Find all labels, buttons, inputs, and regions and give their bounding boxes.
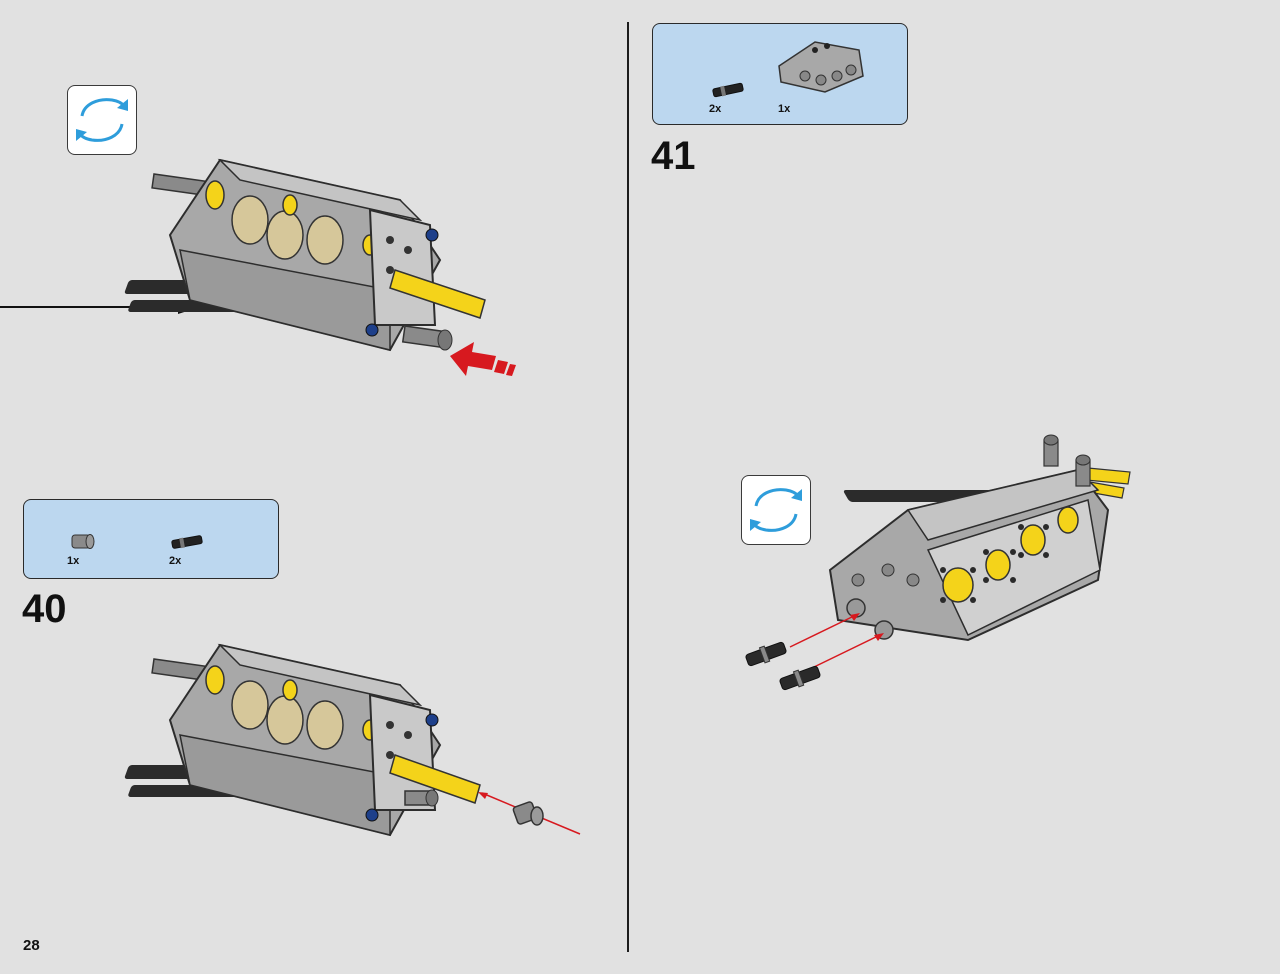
parts-box-step-41: 2x 1x — [652, 23, 908, 125]
page-divider — [627, 22, 629, 952]
engine-assembly-top — [124, 158, 486, 352]
long-pin-part-icon — [712, 82, 744, 98]
bush-part — [512, 801, 544, 826]
engine-assembly-step-40 — [124, 643, 481, 837]
long-pin-part-icon — [171, 535, 203, 549]
bush-part-icon — [71, 534, 95, 549]
part-qty: 1x — [67, 555, 80, 567]
step-number: 41 — [651, 134, 696, 178]
part-qty: 1x — [778, 103, 791, 115]
part-qty: 2x — [169, 555, 182, 567]
engine-assembly-step-41 — [828, 434, 1131, 642]
red-guide-lines — [789, 613, 884, 668]
rotate-model-icon — [741, 475, 811, 545]
connector-part-icon — [778, 41, 864, 93]
long-pin-part — [745, 641, 787, 667]
rotate-model-icon — [67, 85, 137, 155]
part-qty: 2x — [709, 103, 722, 115]
parts-box-step-40: 1x 2x — [23, 499, 279, 579]
page-number: 28 — [23, 937, 40, 954]
red-insert-arrow — [450, 342, 516, 376]
long-pin-part — [779, 665, 821, 691]
step-number: 40 — [22, 587, 67, 631]
